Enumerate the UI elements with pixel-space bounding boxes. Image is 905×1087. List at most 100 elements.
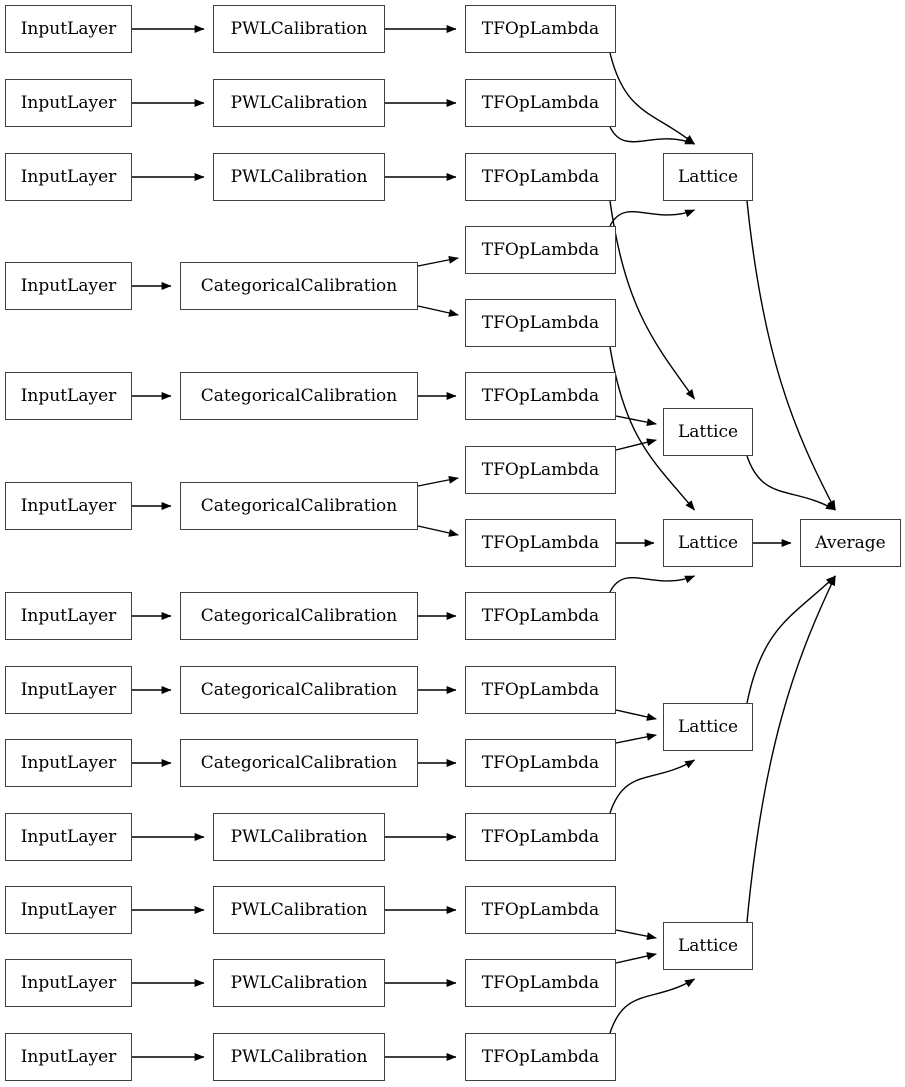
graph-node-label: TFOpLambda [481,385,600,406]
graph-node-lat4: Lattice [663,703,753,751]
graph-node-label: InputLayer [20,752,117,773]
graph-node-cal6: CategoricalCalibration [180,482,418,530]
graph-edge-lat1-to-avg [746,200,836,511]
graph-edge-cal6-to-op8 [417,525,459,537]
graph-node-label: InputLayer [20,1046,117,1067]
graph-edge-cal4-to-op5 [417,305,459,317]
graph-node-label: PWLCalibration [230,92,368,113]
graph-node-cal8: CategoricalCalibration [180,666,418,714]
graph-edge-op6-to-lat2 [615,415,657,427]
graph-node-op11: TFOpLambda [465,739,616,787]
graph-node-label: TFOpLambda [481,826,600,847]
graph-node-in4: InputLayer [5,262,132,310]
graph-node-label: Lattice [677,166,739,187]
graph-node-in6: InputLayer [5,482,132,530]
graph-node-op7: TFOpLambda [465,446,616,494]
graph-node-label: PWLCalibration [230,1046,368,1067]
graph-node-op3: TFOpLambda [465,153,616,201]
graph-node-label: TFOpLambda [481,312,600,333]
graph-node-op10: TFOpLambda [465,666,616,714]
graph-node-op12: TFOpLambda [465,813,616,861]
graph-edge-op2-to-lat1 [609,126,696,145]
graph-node-label: TFOpLambda [481,18,600,39]
graph-node-op2: TFOpLambda [465,79,616,127]
graph-node-label: Lattice [677,935,739,956]
graph-node-cal10: PWLCalibration [213,813,385,861]
graph-node-in9: InputLayer [5,739,132,787]
graph-node-label: Lattice [677,421,739,442]
graph-node-label: PWLCalibration [230,18,368,39]
graph-edge-op4-to-lat1 [609,209,696,227]
graph-node-in11: InputLayer [5,886,132,934]
graph-node-cal5: CategoricalCalibration [180,372,418,420]
graph-node-label: CategoricalCalibration [200,275,398,296]
graph-node-label: TFOpLambda [481,752,600,773]
graph-node-label: TFOpLambda [481,239,600,260]
graph-node-lat2: Lattice [663,408,753,456]
graph-edge-op7-to-lat2 [615,438,657,451]
graph-node-label: InputLayer [20,972,117,993]
graph-node-label: Average [815,532,886,553]
graph-node-label: CategoricalCalibration [200,605,398,626]
graph-node-op1: TFOpLambda [465,5,616,53]
graph-node-label: TFOpLambda [481,459,600,480]
graph-node-op6: TFOpLambda [465,372,616,420]
graph-node-op4: TFOpLambda [465,226,616,274]
graph-node-cal7: CategoricalCalibration [180,592,418,640]
graph-node-label: TFOpLambda [481,679,600,700]
graph-node-lat5: Lattice [663,922,753,970]
graph-node-label: CategoricalCalibration [200,679,398,700]
graph-node-label: Lattice [677,716,739,737]
graph-node-label: PWLCalibration [230,899,368,920]
graph-node-lat1: Lattice [663,153,753,201]
graph-edge-op11-to-lat4 [615,732,657,744]
graph-node-label: TFOpLambda [481,532,600,553]
graph-edge-lat4-to-avg [746,575,836,704]
graph-edge-op15-to-lat5 [609,978,696,1034]
graph-node-cal11: PWLCalibration [213,886,385,934]
graph-node-label: Lattice [677,532,739,553]
graph-edge-op12-to-lat4 [609,759,696,814]
graph-node-op13: TFOpLambda [465,886,616,934]
graph-node-label: TFOpLambda [481,1046,600,1067]
graph-edge-op9-to-lat3 [609,575,696,593]
graph-node-label: PWLCalibration [230,166,368,187]
graph-node-in8: InputLayer [5,666,132,714]
graph-edge-op1-to-lat1 [609,52,695,145]
graph-node-label: InputLayer [20,166,117,187]
graph-node-op9: TFOpLambda [465,592,616,640]
graph-node-label: InputLayer [20,495,117,516]
graph-node-cal12: PWLCalibration [213,959,385,1007]
graph-node-cal4: CategoricalCalibration [180,262,418,310]
graph-node-label: InputLayer [20,899,117,920]
graph-node-op15: TFOpLambda [465,1033,616,1081]
graph-node-label: CategoricalCalibration [200,495,398,516]
graph-node-label: InputLayer [20,275,117,296]
graph-node-label: TFOpLambda [481,899,600,920]
graph-node-label: InputLayer [20,385,117,406]
graph-node-label: TFOpLambda [481,605,600,626]
graph-node-in5: InputLayer [5,372,132,420]
graph-node-label: InputLayer [20,18,117,39]
graph-edge-op13-to-lat5 [615,929,657,941]
graph-node-op5: TFOpLambda [465,299,616,347]
graph-node-cal1: PWLCalibration [213,5,385,53]
graph-node-in13: InputLayer [5,1033,132,1081]
graph-node-label: InputLayer [20,826,117,847]
graph-edge-op14-to-lat5 [615,952,657,964]
graph-node-label: TFOpLambda [481,972,600,993]
graph-edge-cal4-to-op4 [417,255,459,267]
graph-node-op8: TFOpLambda [465,519,616,567]
graph-edge-op3-to-lat2 [609,200,696,400]
graph-node-in1: InputLayer [5,5,132,53]
graph-node-in12: InputLayer [5,959,132,1007]
graph-node-lat3: Lattice [663,519,753,567]
graph-edge-lat5-to-avg [746,575,836,923]
graph-node-cal2: PWLCalibration [213,79,385,127]
graph-node-in7: InputLayer [5,592,132,640]
graph-edge-cal6-to-op7 [417,475,459,487]
graph-node-label: InputLayer [20,605,117,626]
graph-node-avg: Average [800,519,901,567]
